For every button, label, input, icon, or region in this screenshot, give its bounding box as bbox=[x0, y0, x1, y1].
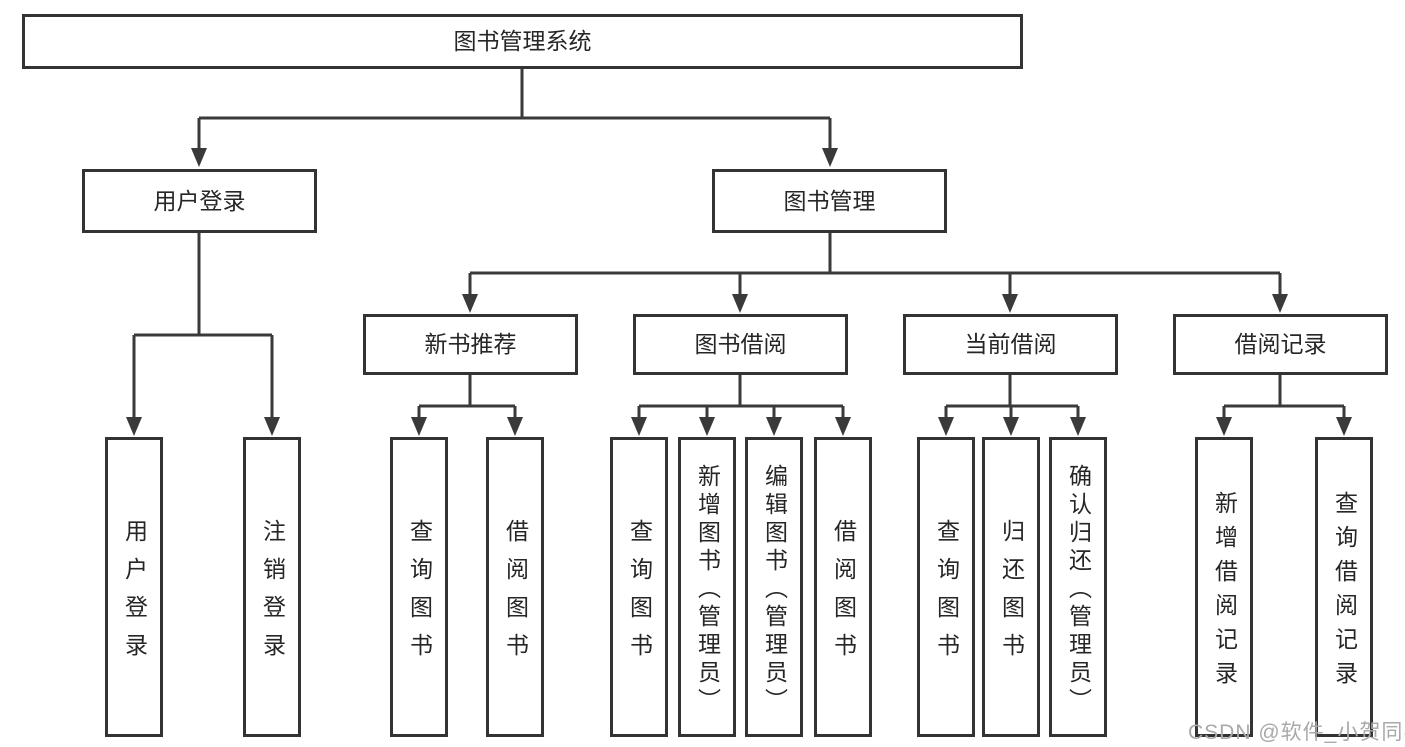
csdn-watermark: CSDN @软件_小贺同学 bbox=[1188, 721, 1405, 744]
leaf-confirm-return-admin: 确认归还（管理员） bbox=[1049, 437, 1107, 737]
root-node: 图书管理系统 bbox=[22, 14, 1023, 69]
leaf-borrow-books-recommend: 借阅图书 bbox=[486, 437, 544, 737]
node-borrow-records: 借阅记录 bbox=[1173, 314, 1388, 375]
leaf-query-borrow-record: 查询借阅记录 bbox=[1315, 437, 1373, 737]
edges-book-borrow bbox=[631, 375, 851, 436]
leaf-return-books: 归还图书 bbox=[982, 437, 1040, 737]
edges-user-login bbox=[126, 233, 280, 436]
node-book-management: 图书管理 bbox=[712, 169, 947, 233]
edges-borrow-records bbox=[1216, 375, 1352, 436]
leaf-add-borrow-record: 新增借阅记录 bbox=[1195, 437, 1253, 737]
edges-book-management bbox=[462, 233, 1288, 313]
leaf-edit-books-admin: 编辑图书（管理员） bbox=[745, 437, 803, 737]
edges-current-borrow bbox=[938, 375, 1086, 436]
leaf-query-books-recommend: 查询图书 bbox=[390, 437, 448, 737]
leaf-query-books-current: 查询图书 bbox=[917, 437, 975, 737]
node-book-borrow: 图书借阅 bbox=[633, 314, 848, 375]
leaf-user-login: 用户登录 bbox=[105, 437, 163, 737]
node-user-login: 用户登录 bbox=[82, 169, 317, 233]
node-new-book-recommend: 新书推荐 bbox=[363, 314, 578, 375]
edges-root bbox=[191, 69, 838, 167]
leaf-add-books-admin: 新增图书（管理员） bbox=[678, 437, 736, 737]
leaf-logout: 注销登录 bbox=[243, 437, 301, 737]
leaf-borrow-books: 借阅图书 bbox=[814, 437, 872, 737]
edges-new-book-recommend bbox=[411, 375, 523, 436]
leaf-query-books-borrow: 查询图书 bbox=[610, 437, 668, 737]
node-current-borrow: 当前借阅 bbox=[903, 314, 1118, 375]
